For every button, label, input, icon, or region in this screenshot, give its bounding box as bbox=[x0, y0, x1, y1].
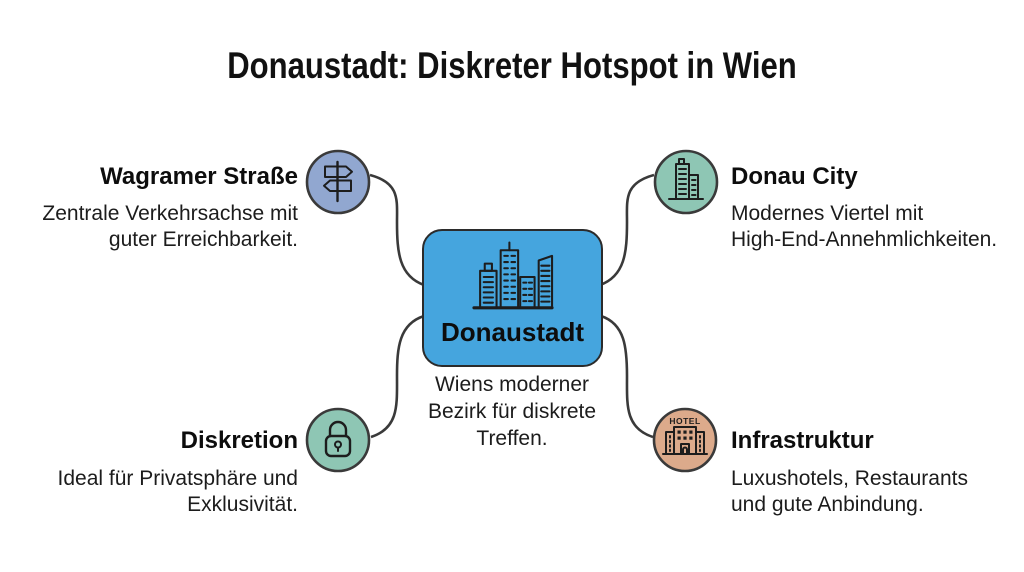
node-description-wagramer-strasse: Zentrale Verkehrsachse mit guter Erreich… bbox=[0, 201, 298, 253]
node-label-infrastruktur: Infrastruktur bbox=[731, 427, 874, 454]
city-skyline-icon bbox=[471, 241, 554, 310]
connector-top-right bbox=[599, 173, 655, 287]
node-description-donau-city: Modernes Viertel mit High-End-Annehmlich… bbox=[731, 201, 1023, 253]
description-line: Treffen. bbox=[476, 427, 548, 450]
description-line: guter Erreichbarkeit. bbox=[108, 228, 298, 251]
center-node-donaustadt: Donaustadt bbox=[422, 229, 603, 367]
description-line: Ideal für Privatsphäre und bbox=[57, 467, 298, 490]
center-node-label: Donaustadt bbox=[441, 317, 584, 347]
connector-bottom-left bbox=[370, 314, 425, 439]
node-description-diskretion: Ideal für Privatsphäre und Exklusivität. bbox=[0, 466, 298, 518]
padlock-icon bbox=[305, 407, 371, 473]
node-label-donau-city: Donau City bbox=[731, 163, 858, 190]
connector-bottom-right bbox=[600, 314, 654, 439]
hotel-icon: HOTEL bbox=[652, 407, 718, 473]
center-node-description: Wiens moderner Bezirk für diskrete Treff… bbox=[397, 371, 627, 452]
node-label-wagramer-strasse: Wagramer Straße bbox=[100, 163, 298, 190]
description-line: Zentrale Verkehrsachse mit bbox=[42, 202, 298, 225]
page-title: Donaustadt: Diskreter Hotspot in Wien bbox=[227, 45, 797, 86]
node-circle-donau-city bbox=[653, 149, 719, 215]
description-line: Wiens moderner bbox=[434, 373, 590, 396]
signpost-icon bbox=[305, 149, 371, 215]
description-line: High-End-Annehmlichkeiten. bbox=[731, 228, 998, 251]
office-buildings-icon bbox=[653, 149, 719, 215]
node-circle-wagramer-strasse bbox=[305, 149, 371, 215]
node-circle-infrastruktur: HOTEL bbox=[652, 407, 718, 473]
node-description-infrastruktur: Luxushotels, Restaurants und gute Anbind… bbox=[731, 466, 1023, 518]
description-line: Modernes Viertel mit bbox=[731, 202, 924, 225]
description-line: Bezirk für diskrete bbox=[427, 400, 597, 423]
svg-text:HOTEL: HOTEL bbox=[669, 416, 700, 426]
description-line: Exklusivität. bbox=[187, 493, 298, 516]
connector-top-left bbox=[369, 173, 425, 287]
description-line: und gute Anbindung. bbox=[731, 493, 924, 516]
node-label-diskretion: Diskretion bbox=[180, 427, 298, 454]
node-circle-diskretion bbox=[305, 407, 371, 473]
description-line: Luxushotels, Restaurants bbox=[731, 467, 968, 490]
